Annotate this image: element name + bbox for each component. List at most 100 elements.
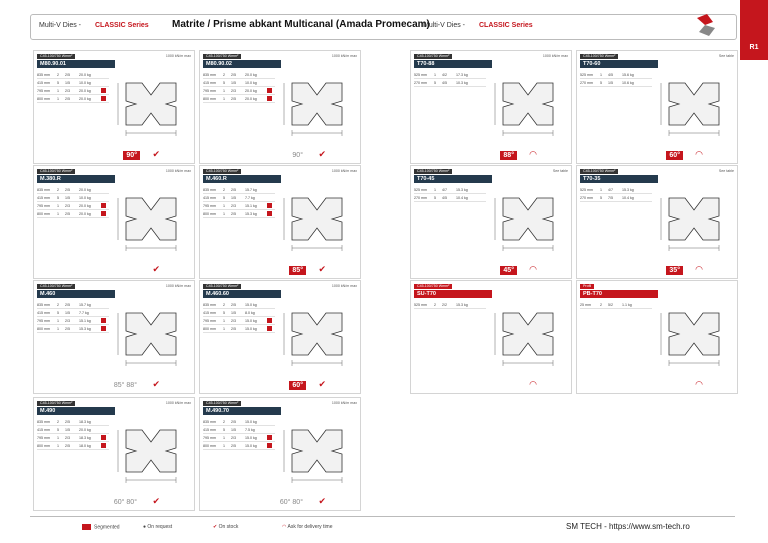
spec-cell: 15.0 kg (245, 326, 257, 331)
spec-cell: 20.0 kg (79, 88, 91, 93)
card-bar: Profil (580, 284, 734, 289)
spec-cell: 17.3 kg (456, 72, 468, 77)
spec-cell: 1 (57, 435, 59, 440)
spec-cell: 835 mm (203, 302, 216, 307)
spec-cell: 10.6 kg (622, 80, 634, 85)
header-left-series: CLASSIC Series (95, 22, 149, 29)
segmented-marker (101, 435, 106, 440)
die-profile-drawing (494, 312, 554, 366)
spec-cell: 7.7 kg (79, 310, 89, 315)
spec-cell: 20.0 kg (79, 427, 91, 432)
spec-cell: 7.7 kg (245, 195, 255, 200)
die-profile-drawing (117, 429, 177, 483)
legend-on-stock: ✔ On stock (213, 524, 239, 530)
card-load: 1000 kN/m max (331, 284, 357, 288)
spec-cell: 2/3 (231, 203, 236, 208)
stock-check-icon: ◠ (695, 149, 703, 159)
card-load: 1000 kN/m max (165, 401, 191, 405)
spec-cell: 15.3 kg (622, 187, 634, 192)
spec-cell: 5 (600, 80, 602, 85)
spec-cell: 5 (434, 80, 436, 85)
spec-cell: 1/5 (231, 195, 236, 200)
spec-cell: 2/5 (231, 211, 236, 216)
spec-cell: 15.1 kg (245, 203, 257, 208)
card-name: M.460.R (203, 175, 281, 183)
spec-cell: 1/5 (231, 310, 236, 315)
spec-cell: 2/5 (65, 443, 70, 448)
card-name: M.460.60 (203, 290, 281, 298)
spec-cell: 2/5 (231, 326, 236, 331)
card-name: M.460 (37, 290, 115, 298)
die-profile-drawing (117, 82, 177, 136)
spec-cell: 2 (223, 302, 225, 307)
spec-cell: 7.5 kg (245, 427, 255, 432)
spec-cell: 10.4 kg (456, 195, 468, 200)
spec-cell: 800 mm (37, 211, 50, 216)
spec-cell: 795 mm (203, 318, 216, 323)
spec-cell: 4/7 (442, 187, 447, 192)
card-name: T70-60 (580, 60, 658, 68)
spec-cell: 4/2 (442, 72, 447, 77)
spec-cell: 1 (223, 318, 225, 323)
site-url[interactable]: SM TECH - https://www.sm-tech.ro (566, 522, 690, 531)
spec-cell: 5 (434, 195, 436, 200)
page-title: Matrite / Prisme abkant Multicanal (Amad… (172, 19, 430, 30)
footer-divider (30, 516, 735, 517)
spec-cell: 4/5 (442, 80, 447, 85)
card-name: PB-T70 (580, 290, 658, 298)
die-profile-drawing (494, 197, 554, 251)
spec-cell: 5 (600, 195, 602, 200)
spec-cell: 800 mm (37, 326, 50, 331)
stock-check-icon: ◠ (529, 149, 537, 159)
spec-cell: 1 (223, 96, 225, 101)
angle-badge: 90° (292, 152, 303, 159)
spec-cell: 2 (600, 302, 602, 307)
spec-cell: 5 (57, 195, 59, 200)
stock-check-icon: ✔ (152, 149, 160, 159)
spec-cell: 800 mm (37, 443, 50, 448)
spec-cell: 1/5 (65, 427, 70, 432)
spec-cell: 20.0 kg (245, 72, 257, 77)
segmented-marker (267, 326, 272, 331)
card-material: Profil (580, 284, 595, 289)
spec-cell: 20.0 kg (79, 187, 91, 192)
spec-cell: 1/5 (231, 427, 236, 432)
card-load: See table (718, 54, 734, 58)
die-profile-drawing (117, 197, 177, 251)
spec-cell: 2/5 (231, 72, 236, 77)
spec-cell: 2/3 (231, 88, 236, 93)
spec-cell: 415 mm (203, 80, 216, 85)
spec-cell: 20.0 kg (79, 211, 91, 216)
spec-cell: 2/5 (231, 187, 236, 192)
spec-cell: 15.7 kg (79, 302, 91, 307)
spec-cell: 2/3 (65, 318, 70, 323)
spec-cell: 5 (223, 195, 225, 200)
spec-cell: 1 (57, 443, 59, 448)
spec-cell: 1 (57, 203, 59, 208)
card-load: 1000 kN/m max (542, 54, 568, 58)
card-material: C45-100/750 Wmm² (37, 284, 76, 289)
spec-cell: 1 (223, 326, 225, 331)
spec-cell: 15.0 kg (245, 419, 257, 424)
stock-check-icon: ◠ (529, 264, 537, 274)
card-load: See table (718, 169, 734, 173)
